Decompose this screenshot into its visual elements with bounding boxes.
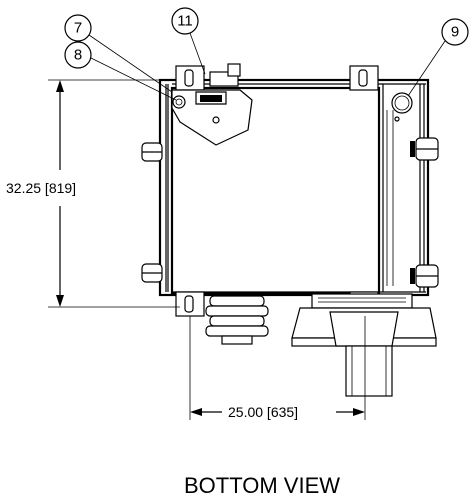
svg-text:11: 11 [177,13,193,30]
mounting-foot-top-right [349,65,379,91]
right-latch-lower [410,264,439,288]
mounting-foot-top-left [175,65,205,91]
port-fitting-right [391,92,413,122]
callout-11: 11 [171,7,206,75]
height-dimension-label: 32.25 [819] [6,180,76,196]
view-title: BOTTOM VIEW [184,473,340,498]
callout-8: 8 [64,41,177,101]
height-dimension: 32.25 [819] [6,79,180,308]
left-latch-lower [141,263,163,283]
svg-text:7: 7 [74,20,82,37]
mounting-foot-bottom-left [175,291,205,317]
svg-text:9: 9 [451,24,459,41]
finned-motor [205,295,269,345]
width-dimension-label: 25.00 [635] [228,404,298,420]
enclosure-body [158,78,430,297]
right-latch-upper [410,137,439,161]
width-dimension: 25.00 [635] [189,316,366,420]
callout-7: 7 [64,14,173,93]
callout-9: 9 [407,18,469,97]
svg-text:8: 8 [74,47,82,64]
pump-assembly [291,293,437,397]
valve-bracket [171,63,253,146]
left-latch-upper [141,142,163,162]
port-fitting-left [172,95,186,109]
